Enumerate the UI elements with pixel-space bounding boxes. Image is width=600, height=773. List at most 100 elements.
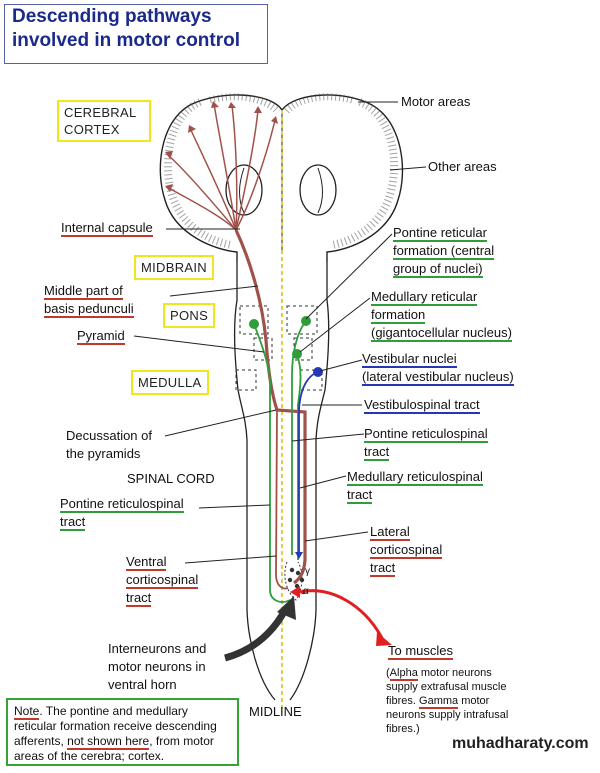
left-ventricle-line	[239, 167, 245, 214]
corticospinal-fan	[166, 103, 276, 231]
muscle-note-l2: supply extrafusal muscle	[386, 681, 507, 693]
left-hemisphere	[159, 94, 283, 262]
muscle-note: (Alpha motor neurons supply extrafusal m…	[386, 666, 536, 736]
label-ventral-cs-line-2: corticospinal	[126, 572, 199, 589]
label-lateral-cs-line-2: corticospinal	[370, 542, 443, 559]
label-pontine-rs-left-line-1: Pontine reticulospinal	[60, 496, 184, 513]
label-to-muscles: To muscles	[388, 642, 454, 660]
label-vestibular-line-1: Vestibular nuclei	[362, 351, 457, 368]
label-interneurons-line-3: ventral horn	[108, 677, 177, 692]
label-decussation: Decussation of the pyramids	[66, 427, 152, 463]
note-text-4: , from motor	[149, 734, 214, 748]
label-ventral-cs-line-1: Ventral	[126, 554, 167, 571]
title-line-1: Descending pathways	[12, 6, 212, 27]
label-ventral-cs: Ventral corticospinal tract	[126, 553, 199, 607]
label-to-muscles-text: To muscles	[388, 643, 454, 660]
muscle-note-l1c: motor neurons	[417, 667, 492, 679]
label-gamma: γ	[305, 566, 310, 577]
muscle-note-l4: neurons supply intrafusal	[386, 709, 509, 721]
label-internal-capsule-text: Internal capsule	[61, 220, 153, 237]
note-text-5: areas of the cerebra; cortex.	[14, 749, 165, 763]
label-motor-areas: Motor areas	[401, 94, 471, 109]
left-vestibular-outline	[235, 369, 257, 391]
label-medullary-rf: Medullary reticular formation (gigantoce…	[371, 288, 512, 342]
label-medullary-rs-line-2: tract	[347, 487, 373, 504]
medullary-nucleus-dot	[292, 349, 302, 359]
label-pontine-rs-left-line-2: tract	[60, 514, 86, 531]
ventral-corticospinal	[275, 409, 289, 590]
right-pontine-nucleus-outline	[286, 305, 318, 335]
note-title: Note	[14, 704, 40, 720]
pontine-nucleus-left-dot	[249, 319, 259, 329]
label-medullary-rs: Medullary reticulospinal tract	[347, 468, 483, 504]
muscle-arrowhead-end	[376, 632, 392, 646]
pontine-nucleus-right-dot	[301, 316, 311, 326]
region-medulla: MEDULLA	[131, 370, 209, 395]
region-spinal-cord: SPINAL CORD	[127, 471, 215, 486]
watermark: muhadharaty.com	[452, 735, 589, 752]
label-lateral-cs: Lateral corticospinal tract	[370, 523, 443, 577]
label-vestibulospinal: Vestibulospinal tract	[364, 396, 480, 414]
pontine-rs-right	[291, 321, 306, 555]
label-decussation-line-2: the pyramids	[66, 446, 141, 461]
region-pons: PONS	[163, 303, 216, 328]
vestibulospinal-tract-line	[298, 371, 318, 552]
region-midbrain: MIDBRAIN	[134, 255, 214, 280]
label-medullary-rf-line-1: Medullary reticular	[371, 289, 478, 306]
note-text-2: reticular formation receive descending	[14, 719, 217, 733]
region-cerebral-cortex-line-2: CORTEX	[64, 122, 120, 137]
muscle-arrow	[299, 589, 385, 641]
label-medullary-rs-line-1: Medullary reticulospinal	[347, 469, 483, 486]
label-pontine-rf-line-3: group of nuclei)	[393, 261, 483, 278]
interneuron-arrow	[224, 606, 290, 662]
corticospinal-arrowheads	[165, 101, 278, 192]
label-vestibular-line-2: (lateral vestibular nucleus)	[362, 369, 514, 386]
title-box: Descending pathways involved in motor co…	[4, 4, 268, 64]
region-midline: MIDLINE	[249, 704, 302, 719]
right-ventricle-line	[317, 167, 323, 214]
label-other-areas: Other areas	[428, 159, 497, 174]
label-middle-part-line-2: basis pedunculi	[44, 301, 134, 318]
label-pontine-rs-left: Pontine reticulospinal tract	[60, 495, 184, 531]
title-line-2: involved in motor control	[12, 30, 241, 51]
brainstem-left-outline	[233, 262, 276, 701]
interneuron-arrowhead	[277, 596, 296, 620]
muscle-note-alpha: Alpha	[389, 667, 418, 681]
label-pontine-rs-right: Pontine reticulospinal tract	[364, 425, 488, 461]
label-medullary-rf-line-2: formation	[371, 307, 426, 324]
muscle-note-l1a: (	[386, 667, 390, 679]
leader-lines	[133, 101, 427, 564]
label-pyramid-text: Pyramid	[77, 328, 125, 345]
pontine-rs-left	[253, 323, 291, 603]
label-decussation-line-1: Decussation of	[66, 428, 152, 443]
label-internal-capsule: Internal capsule	[61, 219, 153, 237]
label-middle-part-line-1: Middle part of	[44, 283, 123, 300]
medullary-rs-right	[296, 354, 302, 560]
note-text-1: . The pontine and medullary	[39, 704, 188, 718]
label-pontine-rs-right-line-2: tract	[364, 444, 390, 461]
muscle-note-l3c: motor	[458, 695, 490, 707]
left-medullary-nucleus-outline	[253, 337, 273, 361]
label-pontine-rf-line-1: Pontine reticular	[393, 225, 487, 242]
brainstem-right-outline	[289, 262, 330, 701]
label-pyramid: Pyramid	[77, 327, 125, 345]
left-pontine-nucleus-outline	[239, 305, 269, 335]
label-vestibulospinal-text: Vestibulospinal tract	[364, 397, 480, 414]
label-medullary-rf-line-3: (gigantocellular nucleus)	[371, 325, 512, 342]
left-top-cortex-band	[209, 93, 281, 115]
right-top-cortex-band	[283, 93, 353, 115]
label-alpha: α	[303, 586, 309, 597]
region-cerebral-cortex: CEREBRAL CORTEX	[57, 100, 151, 142]
label-middle-part: Middle part of basis pedunculi	[44, 282, 134, 318]
note-not-shown: not shown here	[67, 734, 150, 750]
muscle-note-l3a: fibres.	[386, 695, 420, 707]
label-pontine-rf: Pontine reticular formation (central gro…	[393, 224, 495, 278]
label-ventral-cs-line-3: tract	[126, 590, 152, 607]
vestibulospinal-arrowhead	[295, 552, 303, 559]
left-cortex-band	[163, 98, 233, 249]
muscle-note-gamma: Gamma	[419, 695, 459, 709]
note-box: Note. The pontine and medullary reticula…	[6, 698, 239, 766]
muscle-note-l5: fibres.)	[386, 723, 420, 735]
label-interneurons-line-1: Interneurons and	[108, 641, 207, 656]
